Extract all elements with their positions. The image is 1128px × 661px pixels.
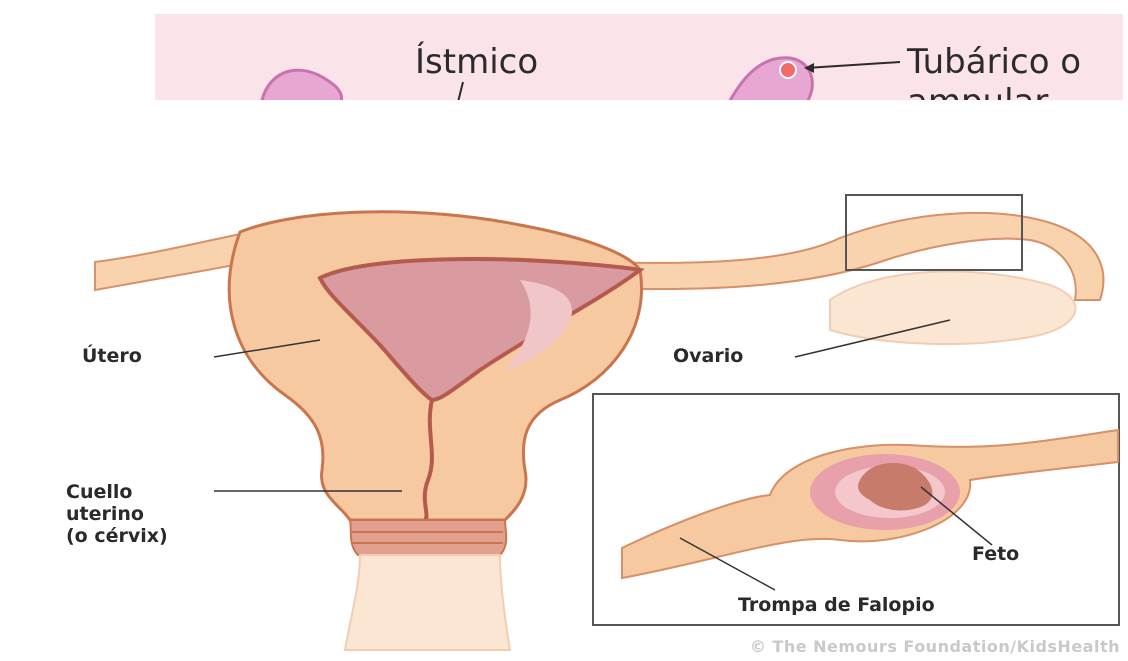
- label-feto: Feto: [972, 543, 1019, 565]
- label-trompa-de-falopio: Trompa de Falopio: [738, 594, 935, 616]
- image-credit: © The Nemours Foundation/KidsHealth: [560, 637, 1120, 656]
- vagina: [345, 555, 510, 650]
- label-utero: Útero: [82, 345, 142, 367]
- label-cuello-uterino: Cuello uterino (o cérvix): [66, 481, 168, 547]
- ovary: [830, 271, 1075, 344]
- label-ovario: Ovario: [673, 345, 743, 367]
- cervix-rings: [350, 520, 506, 555]
